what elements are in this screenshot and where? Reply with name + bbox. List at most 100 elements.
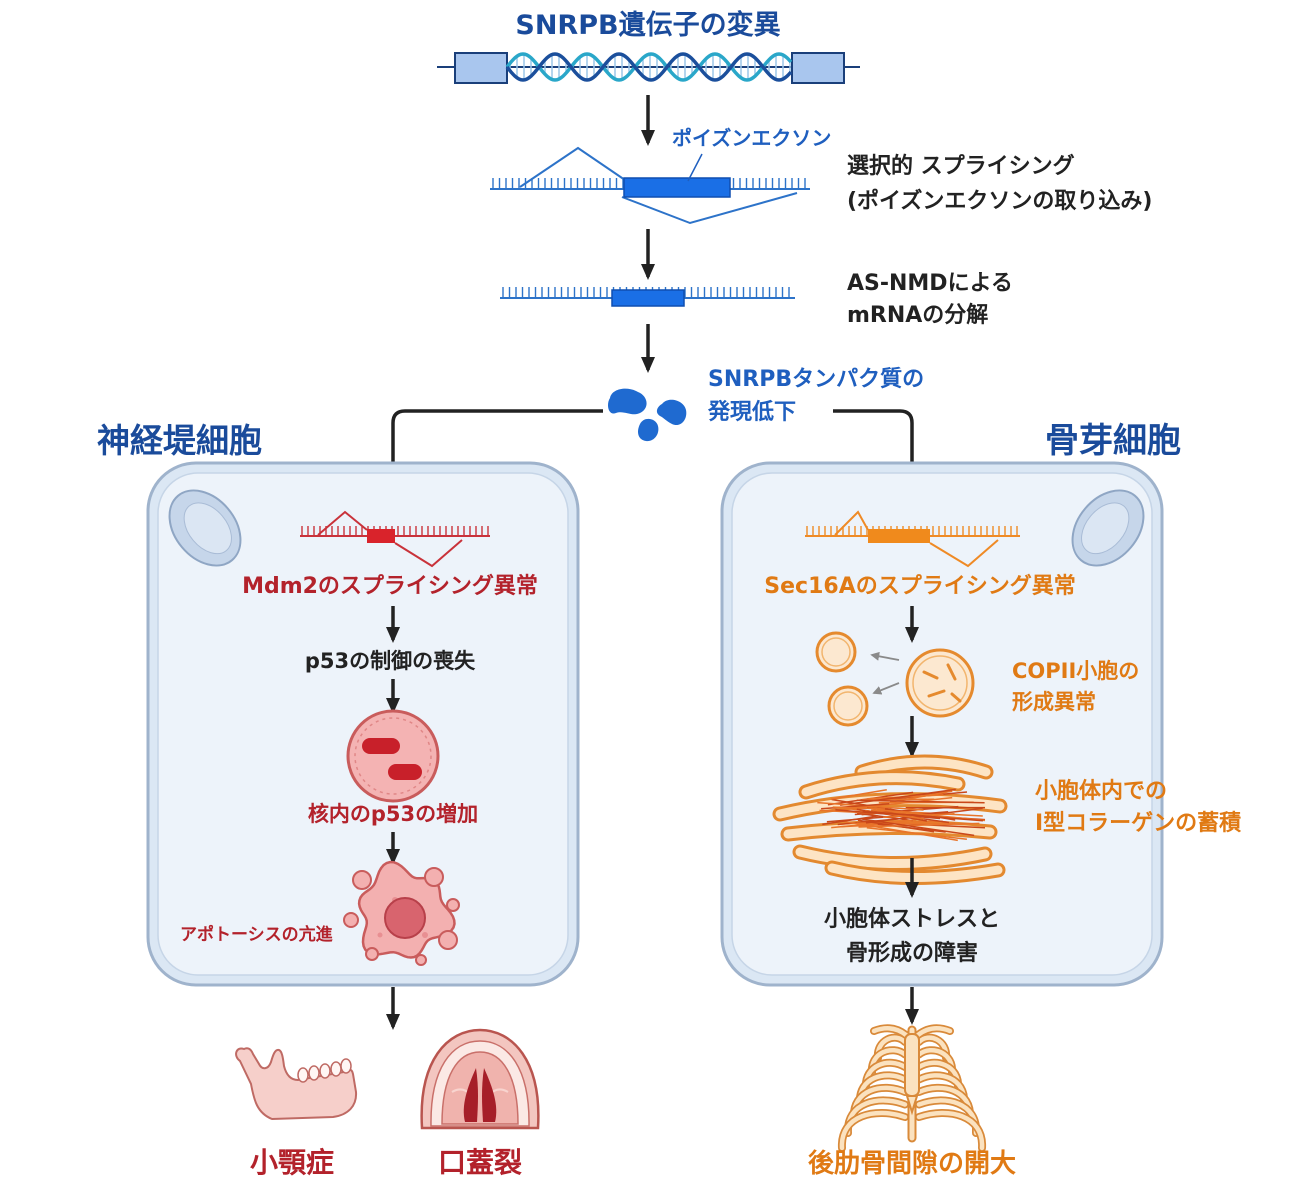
- endoplasmic-reticulum-icon: [772, 754, 1008, 886]
- collagen-fiber: [889, 790, 953, 803]
- nmd-label-line1: AS-NMDによる: [847, 271, 1013, 296]
- mdm2-exon: [367, 529, 395, 543]
- p53-protein: [388, 764, 422, 780]
- copii-label-line2: 形成異常: [1012, 690, 1096, 714]
- copii-vesicle-inner: [833, 691, 863, 721]
- sec16a-pre-mrna-icon: [805, 510, 1020, 568]
- osteoblast-heading: 骨芽細胞: [1045, 421, 1181, 461]
- mandible-bone: [235, 1047, 358, 1121]
- dna-strand: [505, 52, 793, 82]
- cargo-fragment: [950, 692, 962, 703]
- collagen-fiber: [856, 799, 985, 804]
- er-stress-label-line2: 骨形成の障害: [846, 940, 978, 966]
- protein-blob: [608, 388, 647, 415]
- protein-icon: [608, 388, 687, 442]
- collagen-fiber: [817, 801, 924, 811]
- clavicle-inner: [871, 1026, 909, 1038]
- apoptotic-bleb: [352, 870, 372, 890]
- rib-space-widening-label: 後肋骨間隙の開大: [808, 1148, 1016, 1179]
- neural-crest-heading: 神経堤細胞: [97, 421, 262, 460]
- large-vesicle: [905, 648, 975, 718]
- nucleus-icon: [168, 489, 242, 567]
- sec16a-splice-arc-upper: [834, 510, 869, 536]
- double-helix: [505, 52, 793, 82]
- nucleus-rim: [354, 717, 432, 795]
- mdm2-pre-mrna-icon: [300, 510, 490, 568]
- collagen-fiber: [832, 806, 886, 810]
- splice-arc-upper: [519, 146, 626, 188]
- er-lumen: [827, 863, 1003, 883]
- protein-blob: [656, 399, 687, 426]
- nucleus-inner: [183, 502, 232, 555]
- poison-exon-pointer: [687, 153, 703, 182]
- p53-protein: [362, 738, 400, 754]
- copii-label-line1: COPII小胞の: [1012, 659, 1139, 683]
- splice-arc-lower: [621, 192, 798, 225]
- apoptotic-cell-icon: [343, 860, 460, 966]
- collagen-fiber: [862, 810, 983, 822]
- cell-cytoplasm: [731, 472, 1153, 976]
- micrognathia-label: 小顎症: [250, 1146, 334, 1179]
- exon-box-left: [454, 52, 508, 84]
- connector-to-osteoblast-arrow: [833, 409, 919, 511]
- nucleus-membrane: [346, 709, 440, 803]
- protein-label-line1: SNRPBタンパク質の: [708, 367, 924, 392]
- tooth: [340, 1058, 352, 1074]
- sec16a-exon: [868, 529, 930, 543]
- collagen-fiber: [862, 818, 975, 837]
- exon-box-right: [791, 52, 845, 84]
- clavicle-inner: [915, 1026, 953, 1038]
- gray-arrow-icon: [870, 651, 900, 661]
- cytoplasm-granule: [377, 932, 383, 938]
- palate-surface: [441, 1051, 519, 1125]
- tooth: [308, 1065, 320, 1081]
- sternum: [904, 1033, 920, 1097]
- gene-mutation-title: SNRPB遺伝子の変異: [515, 9, 780, 41]
- cargo-fragment: [922, 670, 939, 680]
- p53-increase-label: 核内のp53の増加: [308, 802, 478, 826]
- dna-strand: [505, 52, 793, 82]
- collagen-fiber: [876, 808, 986, 822]
- tooth: [297, 1067, 309, 1083]
- collagen-fiber: [903, 823, 986, 829]
- condensed-nucleus: [384, 897, 426, 939]
- nucleus-icon: [1071, 489, 1145, 567]
- cleft-right: [482, 1068, 497, 1122]
- apoptotic-bleb: [365, 947, 379, 961]
- splicing-label-line2: (ポイズンエクソンの取り込み): [847, 188, 1152, 214]
- apoptotic-bleb: [343, 912, 359, 928]
- mandible-icon: [235, 1047, 358, 1121]
- p53-nucleus-icon: [346, 709, 440, 803]
- cleft-palate-label: 口蓋裂: [438, 1146, 522, 1179]
- splicing-label-line1: 選択的 スプライシング: [847, 153, 1075, 179]
- er-lumen: [857, 757, 991, 777]
- nucleus-inner: [1081, 502, 1130, 555]
- pre-mrna-icon: [490, 146, 810, 225]
- er-stress-label-line1: 小胞体ストレスと: [824, 906, 1000, 932]
- tooth: [319, 1063, 331, 1079]
- collagen-fiber: [858, 822, 980, 828]
- vesicle-icon: [815, 631, 975, 727]
- nmd-label-line2: mRNAの分解: [847, 302, 988, 328]
- collagen-fiber: [830, 788, 887, 800]
- er-lumen: [795, 847, 990, 868]
- mdm2-splice-arc-upper: [317, 510, 368, 536]
- xiphoid: [905, 1095, 919, 1116]
- collagen-fiber: [866, 826, 967, 841]
- large-vesicle-inner: [912, 655, 968, 711]
- collagen-label-line2: Ⅰ型コラーゲンの蓄積: [1035, 811, 1242, 836]
- er-lumen: [801, 773, 963, 797]
- cytoplasm-granule: [422, 932, 428, 938]
- cleft-palate-icon: [420, 1028, 540, 1130]
- connector-to-neural-crest-arrow: [386, 409, 603, 511]
- sec16a-splicing-label: Sec16Aのスプライシング異常: [764, 573, 1075, 599]
- protein-label-line2: 発現低下: [707, 400, 796, 425]
- osteoblast-cell: [720, 461, 1164, 987]
- mrna-poison-exon: [611, 289, 685, 307]
- apoptotic-bleb: [438, 930, 458, 950]
- dna-helix-icon: [437, 52, 860, 84]
- rib-inner: [916, 1110, 985, 1151]
- collagen-fiber: [874, 788, 956, 802]
- mrna-icon: [500, 287, 795, 307]
